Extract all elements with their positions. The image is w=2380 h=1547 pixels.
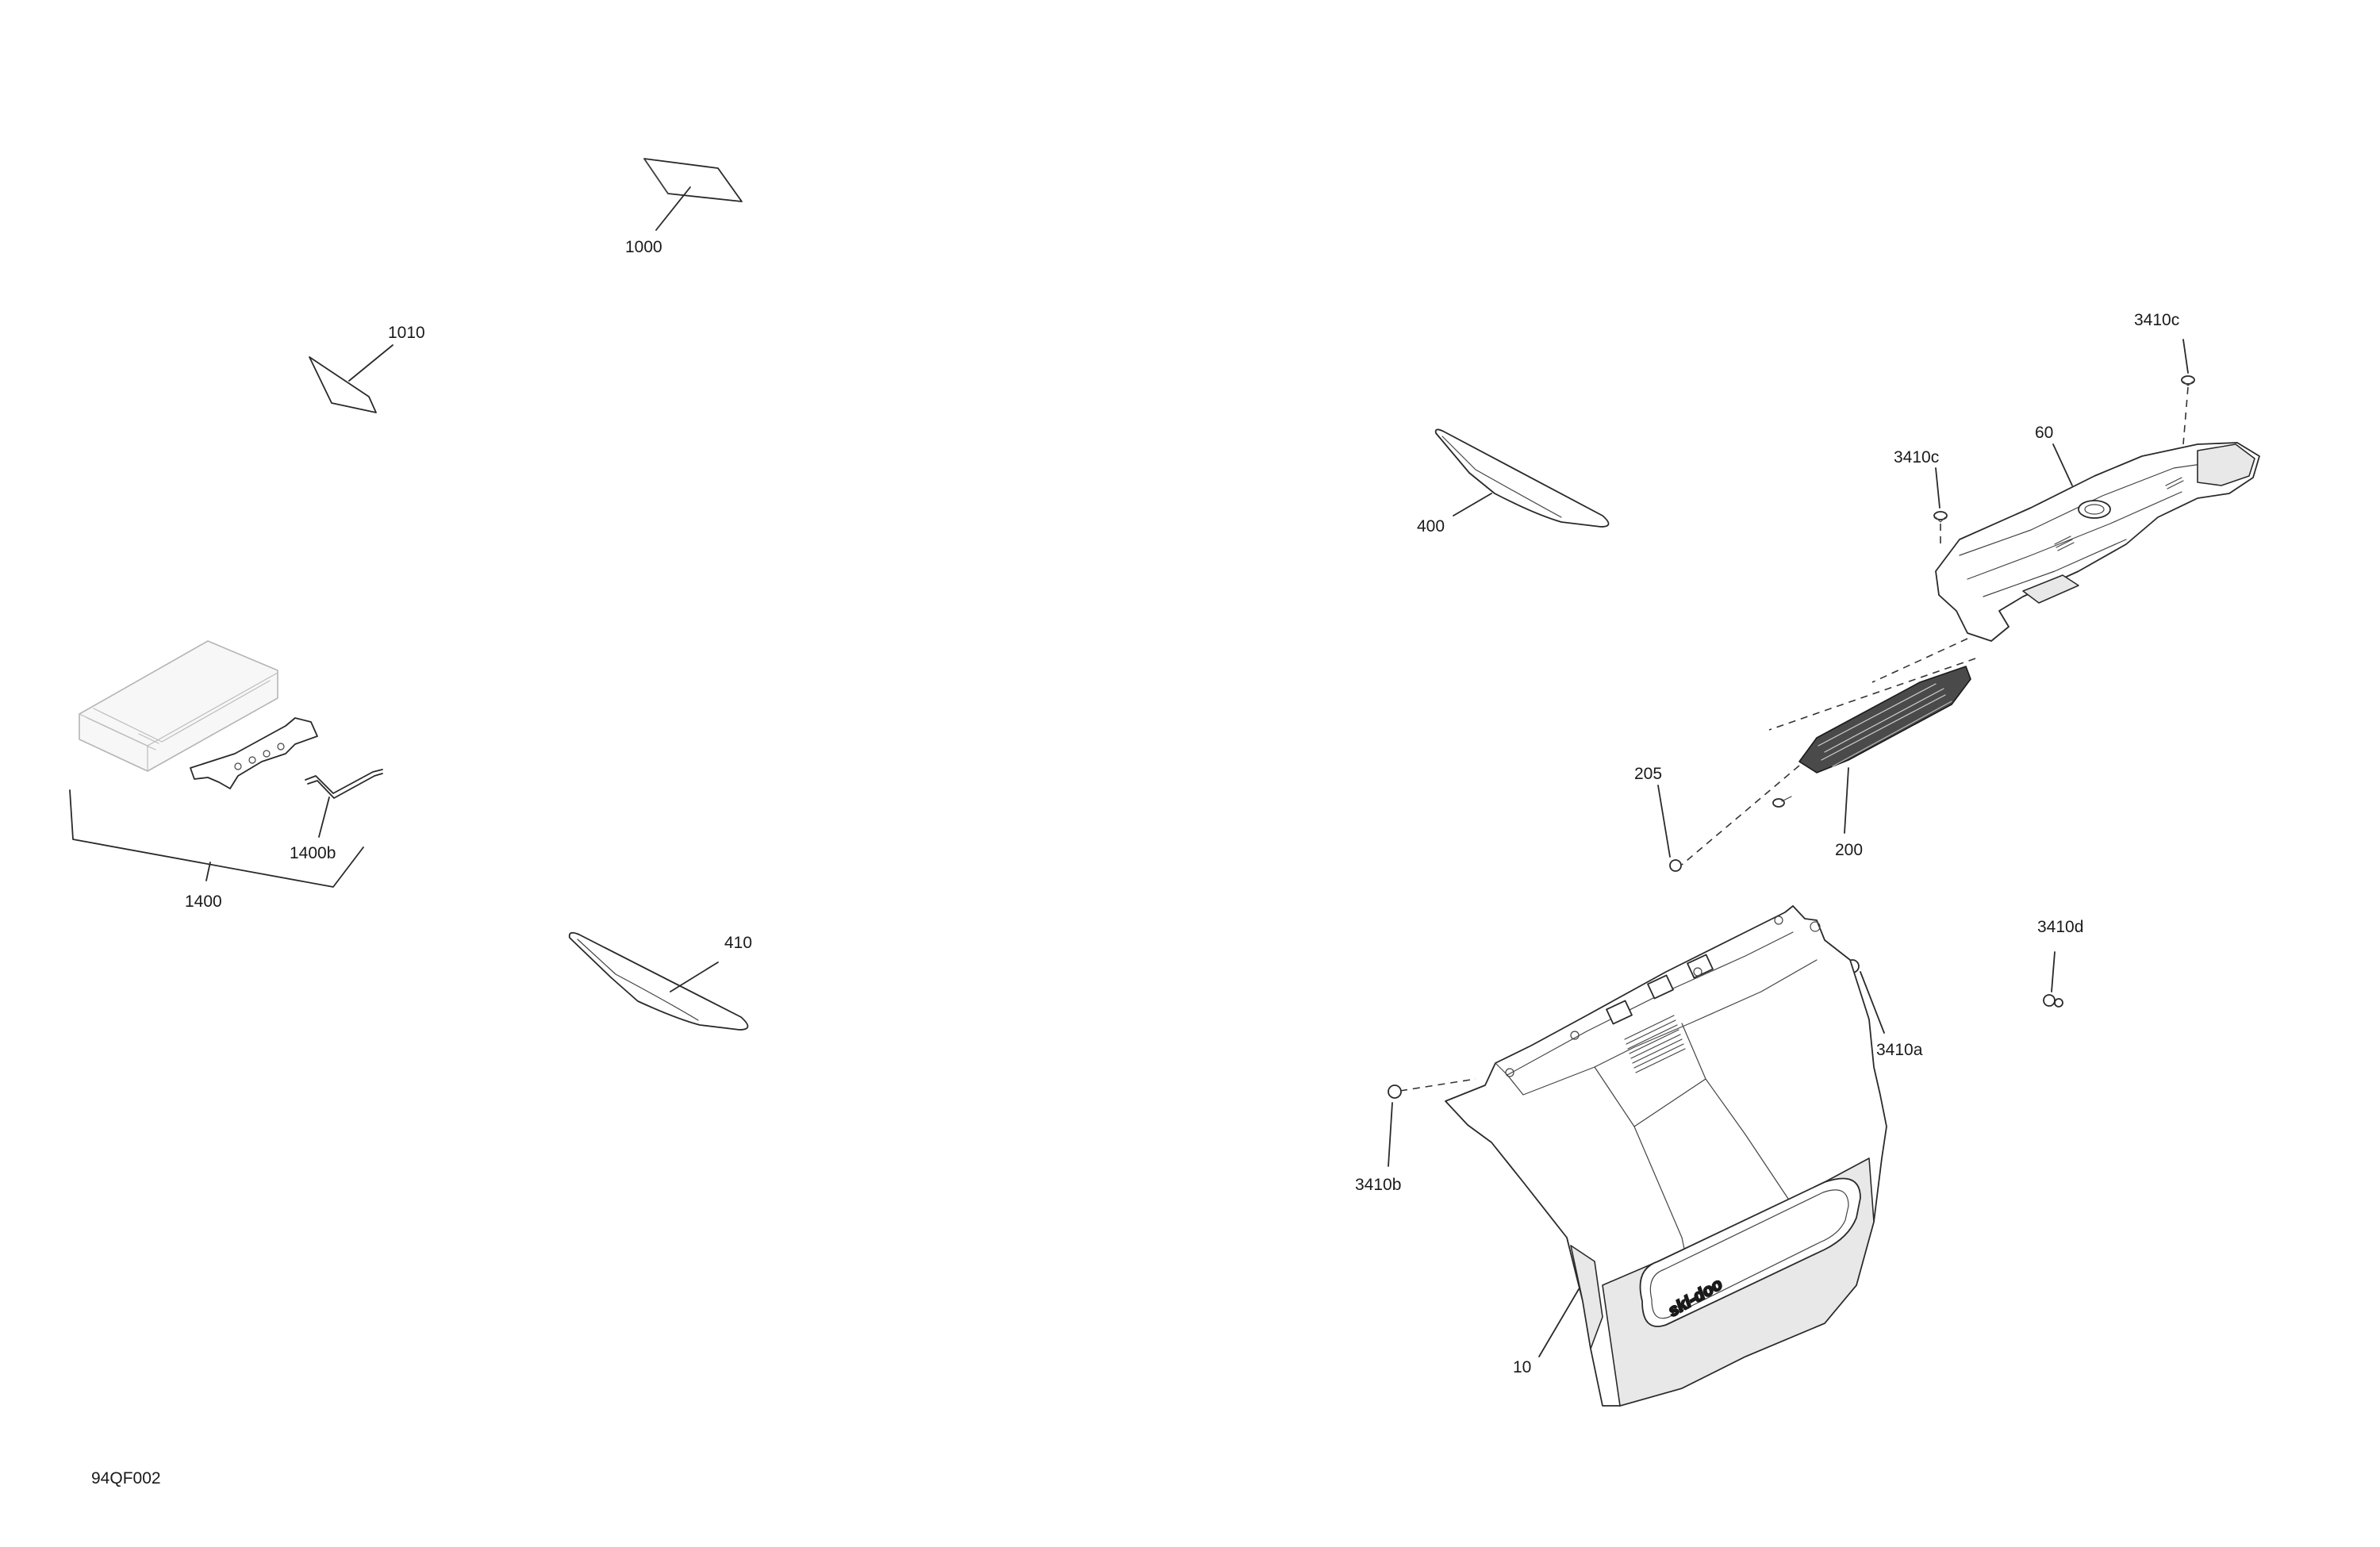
part-10-front-panel: ski-doo 10 <box>1445 905 1887 1407</box>
front-vent <box>1624 1015 1686 1073</box>
callout-400: 400 <box>1417 517 1445 536</box>
fastener-3410d: 3410d <box>2037 918 2083 1008</box>
fastener-3410b: 3410b <box>1355 1078 1476 1194</box>
callout-205: 205 <box>1634 765 1662 783</box>
callout-60: 60 <box>2035 424 2053 442</box>
console-vent <box>2054 477 2184 551</box>
fastener-205: 205 <box>1634 765 1800 872</box>
callout-3410b: 3410b <box>1355 1176 1401 1194</box>
callout-1010: 1010 <box>388 324 425 342</box>
callout-1400: 1400 <box>185 892 222 911</box>
part-1400-toolkit: 1400b 1400 <box>69 640 383 911</box>
part-400-strip: 400 <box>1417 428 1610 536</box>
callout-10: 10 <box>1513 1358 1531 1376</box>
callout-3410a: 3410a <box>1876 1041 1923 1059</box>
callout-3410c: 3410c <box>1894 448 1939 466</box>
part-410-strip: 410 <box>568 931 752 1031</box>
part-1010-decal: 1010 <box>309 324 425 413</box>
hex-key-1400b <box>305 769 383 838</box>
fastener-3410c: 3410c <box>1894 448 1948 547</box>
callout-1400b: 1400b <box>290 844 336 862</box>
callout-200: 200 <box>1835 841 1863 859</box>
part-200-grille: 200 <box>1798 666 1971 859</box>
part-1000-decal: 1000 <box>625 158 743 256</box>
callout-3410c-top: 3410c <box>2134 311 2179 329</box>
fastener-3410c-top: 3410c <box>2134 311 2195 445</box>
callout-410: 410 <box>724 934 752 952</box>
callout-1000: 1000 <box>625 238 662 256</box>
callout-3410d: 3410d <box>2037 918 2083 936</box>
wrench <box>190 717 318 789</box>
part-60-console-panel: 60 <box>1935 424 2260 642</box>
diagram-id: 94QF002 <box>91 1469 161 1488</box>
